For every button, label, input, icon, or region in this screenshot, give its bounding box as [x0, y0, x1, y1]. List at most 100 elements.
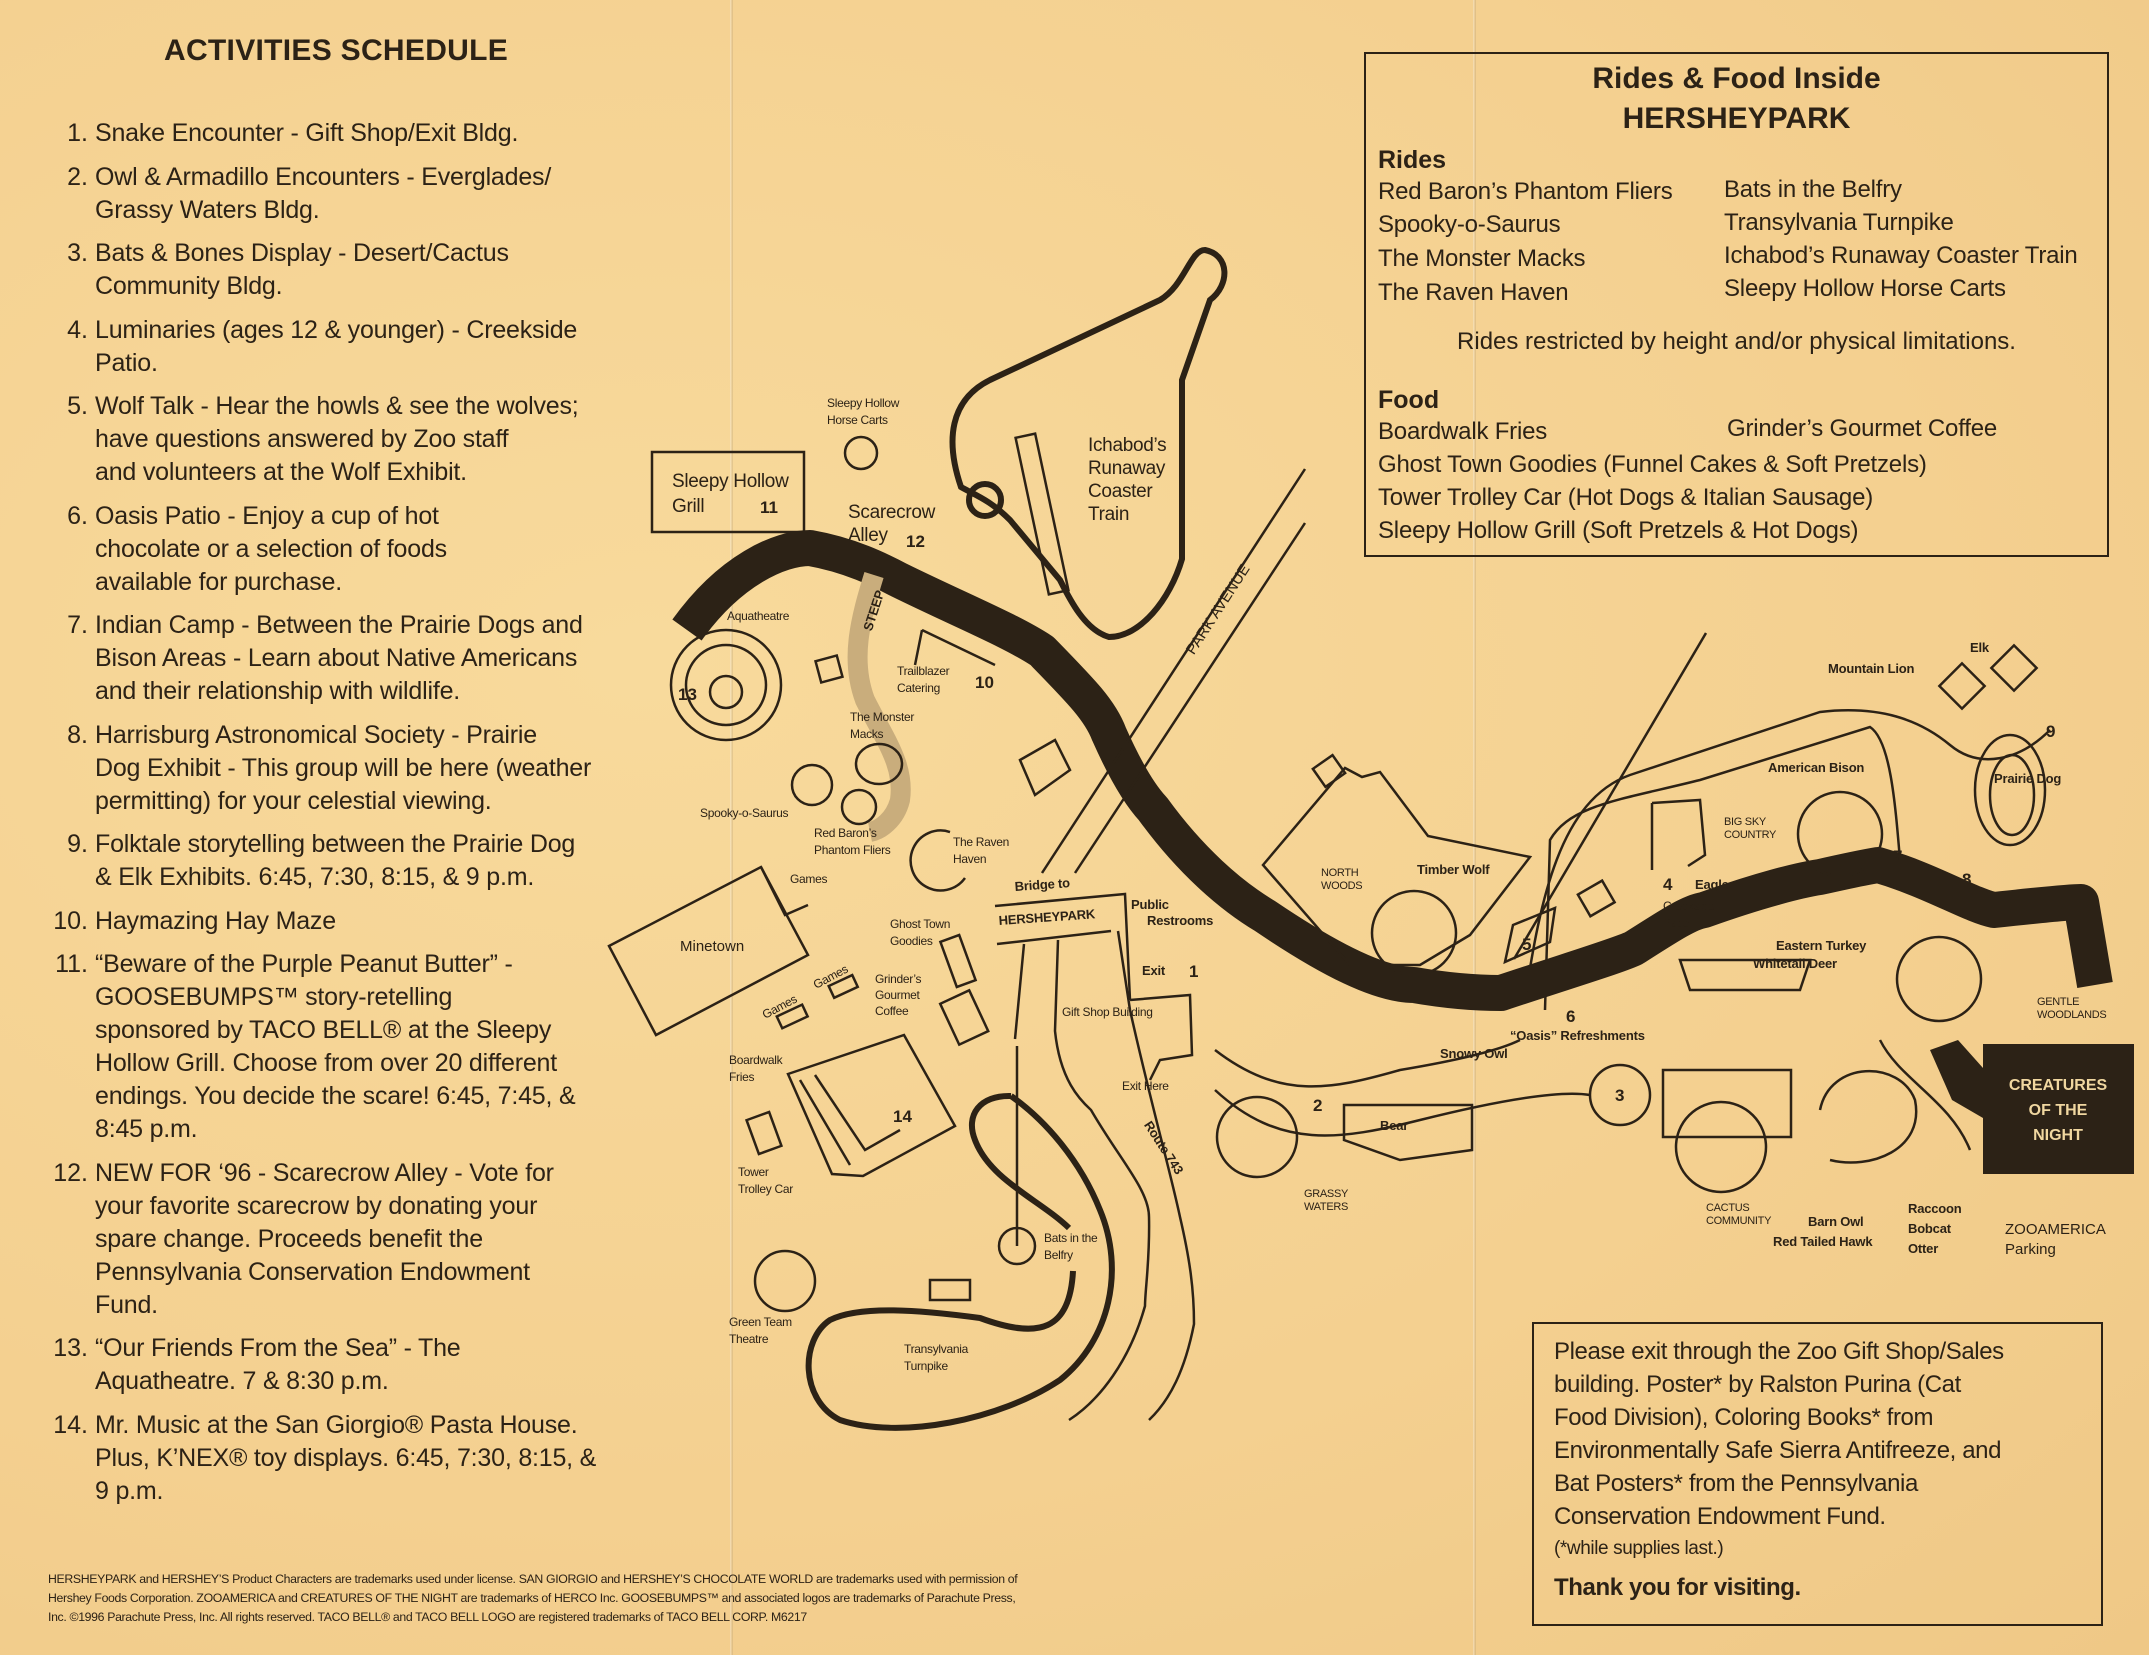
schedule-item-text: “Our Friends From the Sea” - The	[95, 1334, 461, 1362]
schedule-item: 7.Indian Camp - Between the Prairie Dogs…	[0, 609, 680, 708]
schedule-item-text: Luminaries (ages 12 & younger) - Creeksi…	[95, 315, 578, 344]
schedule-item-text: “Beware of the Purple Peanut Butter” -	[95, 950, 513, 978]
label-whitetail-deer: Whitetail Deer	[1753, 956, 1837, 971]
schedule-item-text: Snake Encounter - Gift Shop/Exit Bldg.	[95, 119, 519, 147]
label-monster-macks: The Monster	[850, 710, 914, 724]
label-grill: Sleepy Hollow	[672, 471, 789, 492]
schedule-item-number: 1.	[67, 119, 88, 147]
schedule-item-text: Wolf Talk - Hear the howls & see the wol…	[95, 392, 579, 420]
label-raven-haven: The Raven	[953, 835, 1009, 849]
map-labels: Sleepy Hollow Horse Carts Sleepy Hollow …	[672, 396, 2108, 1373]
label-aquatheatre: Aquatheatre	[727, 609, 790, 623]
label-ichabod: Coaster	[1088, 481, 1153, 502]
label-games: Games	[811, 962, 851, 992]
steep-path	[847, 572, 911, 842]
schedule-item: 11.“Beware of the Purple Peanut Butter” …	[0, 948, 680, 1146]
schedule-item-text: Folktale storytelling between the Prairi…	[95, 830, 576, 858]
label-number-7: 7	[1893, 847, 1902, 866]
schedule-item-text: Harrisburg Astronomical Society - Prairi…	[95, 720, 537, 749]
schedule-item-text: Bison Areas - Learn about Native America…	[95, 644, 578, 672]
turnpike-track	[805, 1092, 1115, 1431]
label-trailblazer: Trailblazer	[897, 664, 950, 678]
food-item: Boardwalk Fries	[1378, 418, 1548, 445]
label-north-woods: NORTH	[1321, 867, 1359, 879]
schedule-item-text: spare change. Proceeds benefit the	[95, 1224, 483, 1253]
label-grinders: Gourmet	[875, 988, 921, 1002]
label-trailblazer-number: 10	[975, 673, 994, 692]
thank-you-text: Thank you for visiting.	[1554, 1574, 1801, 1601]
label-games: Games	[760, 992, 800, 1022]
exit-notice-line: building. Poster* by Ralston Purina (Cat	[1554, 1371, 1961, 1398]
schedule-list: 1.Snake Encounter - Gift Shop/Exit Bldg.…	[0, 117, 680, 1518]
schedule-item-number: 6.	[67, 501, 88, 530]
label-number-4: 4	[1663, 875, 1673, 894]
exit-notice-line: Bat Posters* from the Pennsylvania	[1554, 1470, 1918, 1497]
schedule-title: ACTIVITIES SCHEDULE	[164, 34, 509, 67]
label-bridge-hersheypark: HERSHEYPARK	[998, 906, 1096, 928]
schedule-item-text: NEW FOR ‘96 - Scarecrow Alley - Vote for	[95, 1158, 554, 1187]
label-north-woods: WOODS	[1321, 880, 1362, 892]
schedule-item-text: have questions answered by Zoo staff	[95, 425, 509, 453]
schedule-item-number: 11.	[55, 950, 88, 978]
coaster-track	[949, 246, 1228, 641]
label-eagle: Eagle	[1695, 877, 1729, 892]
schedule-item: 4.Luminaries (ages 12 & younger) - Creek…	[0, 314, 680, 380]
schedule-item-text: your favorite scarecrow by donating your	[95, 1191, 538, 1220]
schedule-item-text: Aquatheatre. 7 & 8:30 p.m.	[95, 1367, 389, 1395]
ride-item: Sleepy Hollow Horse Carts	[1724, 275, 2006, 302]
label-mountain-lion: Mountain Lion	[1828, 661, 1914, 676]
label-exit: Exit	[1142, 963, 1166, 978]
schedule-item-text: Bats & Bones Display - Desert/Cactus	[95, 239, 509, 267]
label-boardwalk-fries: Boardwalk	[729, 1053, 784, 1067]
ride-item: The Raven Haven	[1378, 279, 1569, 306]
schedule-item-text: 8:45 p.m.	[95, 1115, 198, 1143]
label-park-avenue: PARK AVENUE	[1183, 561, 1254, 657]
label-timber-wolf: Timber Wolf	[1417, 862, 1490, 877]
label-horse-carts: Horse Carts	[827, 413, 888, 427]
label-red-tailed-hawk: Red Tailed Hawk	[1773, 1234, 1873, 1249]
label-zooamerica-parking: Parking	[2005, 1241, 2056, 1258]
label-grinders: Grinder’s	[875, 972, 922, 986]
schedule-item-text: & Elk Exhibits. 6:45, 7:30, 8:15, & 9 p.…	[95, 863, 535, 891]
schedule-item: 8.Harrisburg Astronomical Society - Prai…	[0, 719, 680, 818]
label-creatures: NIGHT	[2033, 1127, 2083, 1144]
schedule-item-number: 7.	[67, 611, 88, 639]
label-transylvania: Turnpike	[904, 1359, 948, 1373]
schedule-item-text: Haymazing Hay Maze	[95, 906, 336, 935]
ride-item: The Monster Macks	[1378, 245, 1586, 272]
schedule-item-text: Owl & Armadillo Encounters - Everglades/	[95, 162, 552, 191]
label-route-743: Route 743	[1141, 1118, 1186, 1177]
schedule-item-number: 9.	[67, 830, 88, 858]
label-minetown: Minetown	[680, 938, 744, 955]
schedule-item-number: 8.	[67, 720, 88, 749]
exit-notice-line: Environmentally Safe Sierra Antifreeze, …	[1554, 1437, 2002, 1464]
label-trailblazer: Catering	[897, 681, 940, 695]
schedule-item-text: Pennsylvania Conservation Endowment	[95, 1257, 530, 1286]
label-raven-haven: Haven	[953, 852, 986, 866]
label-otter: Otter	[1908, 1241, 1938, 1256]
schedule-item-number: 4.	[67, 315, 88, 344]
ride-item: Bats in the Belfry	[1724, 176, 1902, 203]
park-avenue-road	[1040, 468, 1307, 874]
schedule-item-text: Community Bldg.	[95, 272, 283, 300]
rides-food-title: Rides & Food Inside	[1592, 62, 1881, 95]
schedule-item-text: 9 p.m.	[95, 1476, 164, 1505]
label-scarecrow-alley: Alley	[848, 525, 888, 546]
schedule-item-number: 3.	[67, 239, 88, 267]
label-scarecrow-number: 12	[906, 532, 925, 551]
label-red-baron: Phantom Fliers	[814, 843, 891, 857]
food-item: Tower Trolley Car (Hot Dogs & Italian Sa…	[1378, 484, 1874, 511]
label-creatures: CREATURES	[2009, 1077, 2108, 1094]
label-barn-owl: Barn Owl	[1808, 1214, 1863, 1229]
schedule-item: 14.Mr. Music at the San Giorgio® Pasta H…	[0, 1409, 680, 1508]
schedule-item-text: Grassy Waters Bldg.	[95, 195, 320, 224]
label-number-2: 2	[1313, 1096, 1322, 1115]
label-creekside: Patio	[1663, 916, 1689, 930]
label-big-sky: BIG SKY	[1724, 816, 1767, 828]
label-zooamerica: ZOOAMERICA	[2005, 1221, 2106, 1238]
label-green-team: Theatre	[729, 1332, 769, 1346]
label-number-8: 8	[1962, 870, 1971, 889]
label-green-team: Green Team	[729, 1315, 792, 1329]
